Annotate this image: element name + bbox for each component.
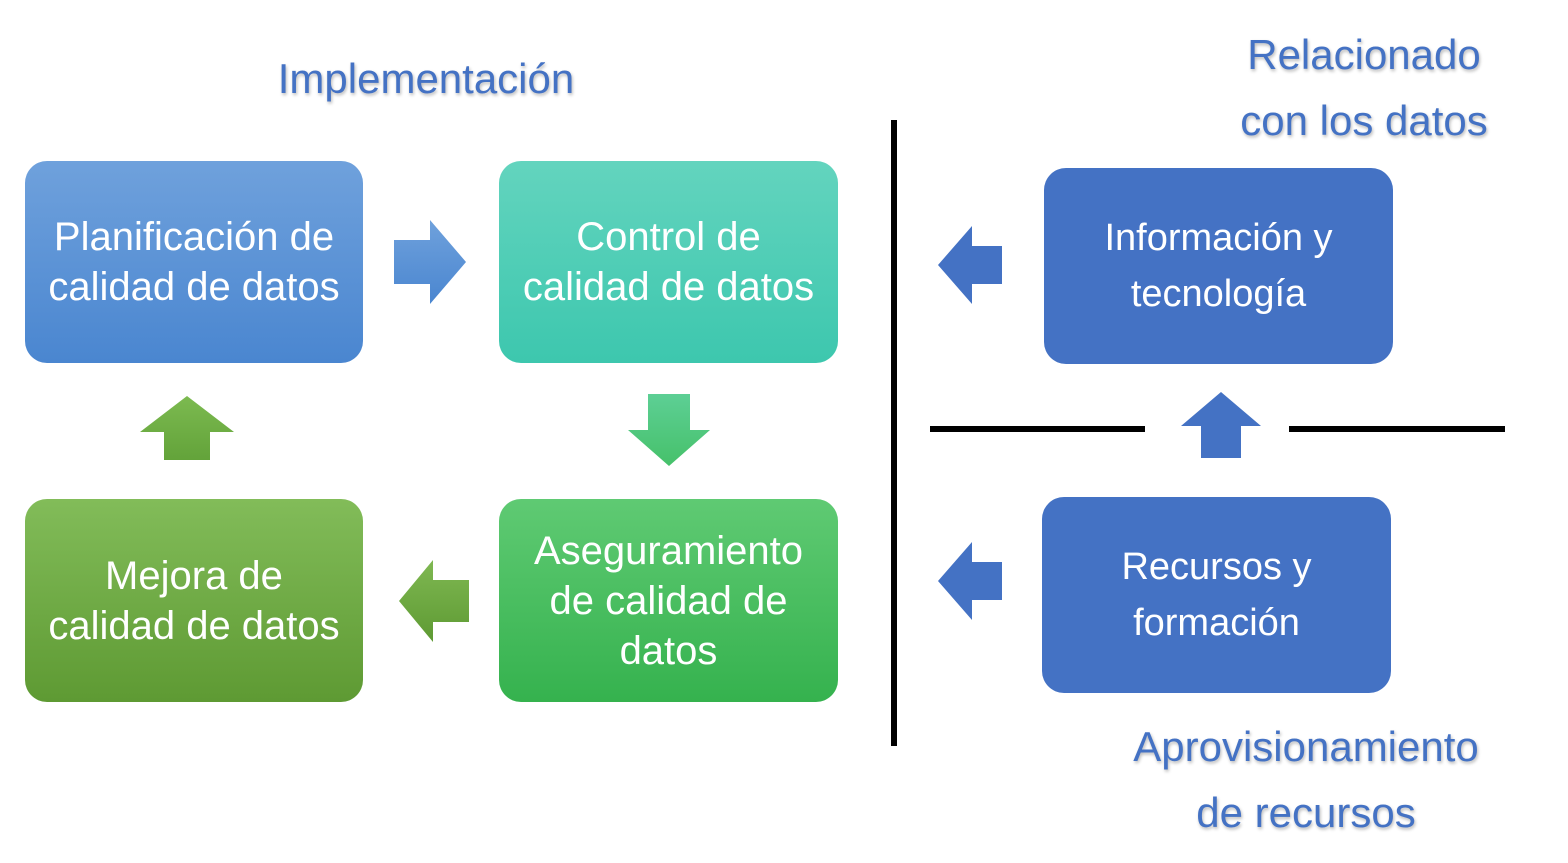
vertical-divider [891,120,897,746]
planning-box: Planificación de calidad de datos [25,161,363,363]
improvement-box: Mejora de calidad de datos [25,499,363,702]
arrow-left-icon [938,226,1002,304]
resources-training-box: Recursos y formación [1042,497,1391,693]
implementation-heading: Implementación [277,55,575,102]
arrow-up-icon [140,396,234,460]
arrow-left-icon [399,560,469,642]
arrow-left-icon [938,542,1002,620]
control-box: Control de calidad de datos [499,161,838,363]
info-tech-box: Información y tecnología [1044,168,1393,364]
resource-provisioning-heading: Aprovisionamiento de recursos [1133,723,1479,836]
arrow-right-icon [394,220,466,304]
arrow-down-icon [628,394,710,466]
data-related-heading: Relacionado con los datos [1240,31,1488,144]
arrow-up-icon [1181,392,1261,458]
assurance-box: Aseguramiento de calidad de datos [499,499,838,702]
horizontal-divider-right [1289,426,1505,432]
horizontal-divider-left [930,426,1145,432]
